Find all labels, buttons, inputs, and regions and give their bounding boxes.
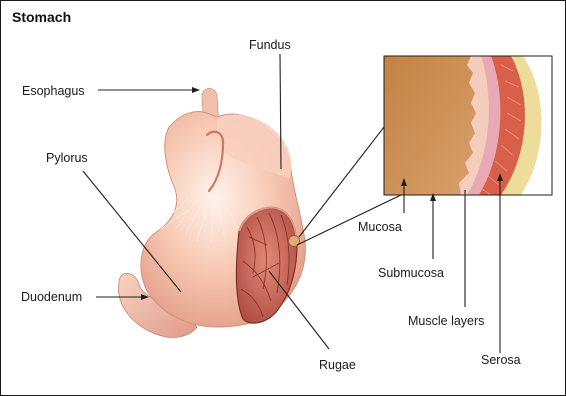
- mucosa-layer: [384, 56, 476, 195]
- label-mucosa: Mucosa: [358, 220, 402, 234]
- label-rugae: Rugae: [319, 358, 356, 372]
- wall-layers-inset: [384, 56, 552, 195]
- label-serosa: Serosa: [481, 353, 521, 367]
- stomach-illustration: [119, 88, 306, 337]
- label-submucosa: Submucosa: [378, 266, 444, 280]
- diagram-title: Stomach: [12, 9, 71, 25]
- label-esophagus: Esophagus: [22, 84, 85, 98]
- label-muscle-layers: Muscle layers: [408, 314, 484, 328]
- label-pylorus: Pylorus: [46, 151, 88, 165]
- label-fundus: Fundus: [249, 38, 291, 52]
- label-duodenum: Duodenum: [21, 290, 82, 304]
